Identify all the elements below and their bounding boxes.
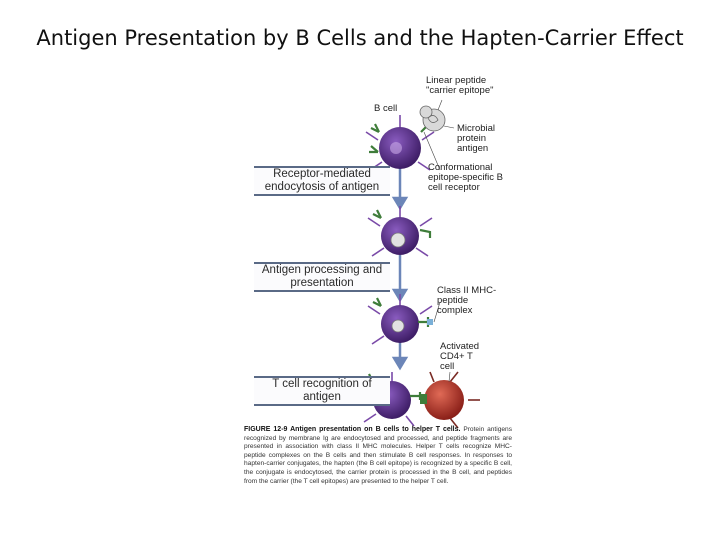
b-cell-3 <box>367 294 433 345</box>
step-box-t-cell-recognition: T cell recognition of antigen <box>254 376 390 406</box>
microbial-antigen <box>419 105 446 132</box>
b-cell-1 <box>365 105 446 171</box>
label-b-cell: B cell <box>374 103 398 114</box>
label-class-ii-mhc: Class II MHC-peptide complex <box>437 285 497 316</box>
flow-arrows <box>391 165 409 371</box>
step-box-endocytosis: Receptor-mediated endocytosis of antigen <box>254 166 390 196</box>
step-box-processing: Antigen processing and presentation <box>254 262 390 292</box>
b-cell-2 <box>367 206 433 257</box>
t-cell <box>420 371 480 429</box>
caption-body: Protein antigens recognized by membrane … <box>244 426 512 485</box>
label-linear-peptide: Linear peptide "carrier epitope" <box>426 75 494 96</box>
label-activated-t-cell: Activated CD4+ T cell <box>440 341 480 372</box>
label-microbial-antigen: Microbial protein antigen <box>457 123 496 154</box>
slide-title: Antigen Presentation by B Cells and the … <box>36 26 684 50</box>
figure-caption: FIGURE 12-9 Antigen presentation on B ce… <box>244 426 512 486</box>
caption-heading: FIGURE 12-9 Antigen presentation on B ce… <box>244 426 461 433</box>
label-conformational-receptor: Conformational epitope-specific B cell r… <box>428 162 503 193</box>
